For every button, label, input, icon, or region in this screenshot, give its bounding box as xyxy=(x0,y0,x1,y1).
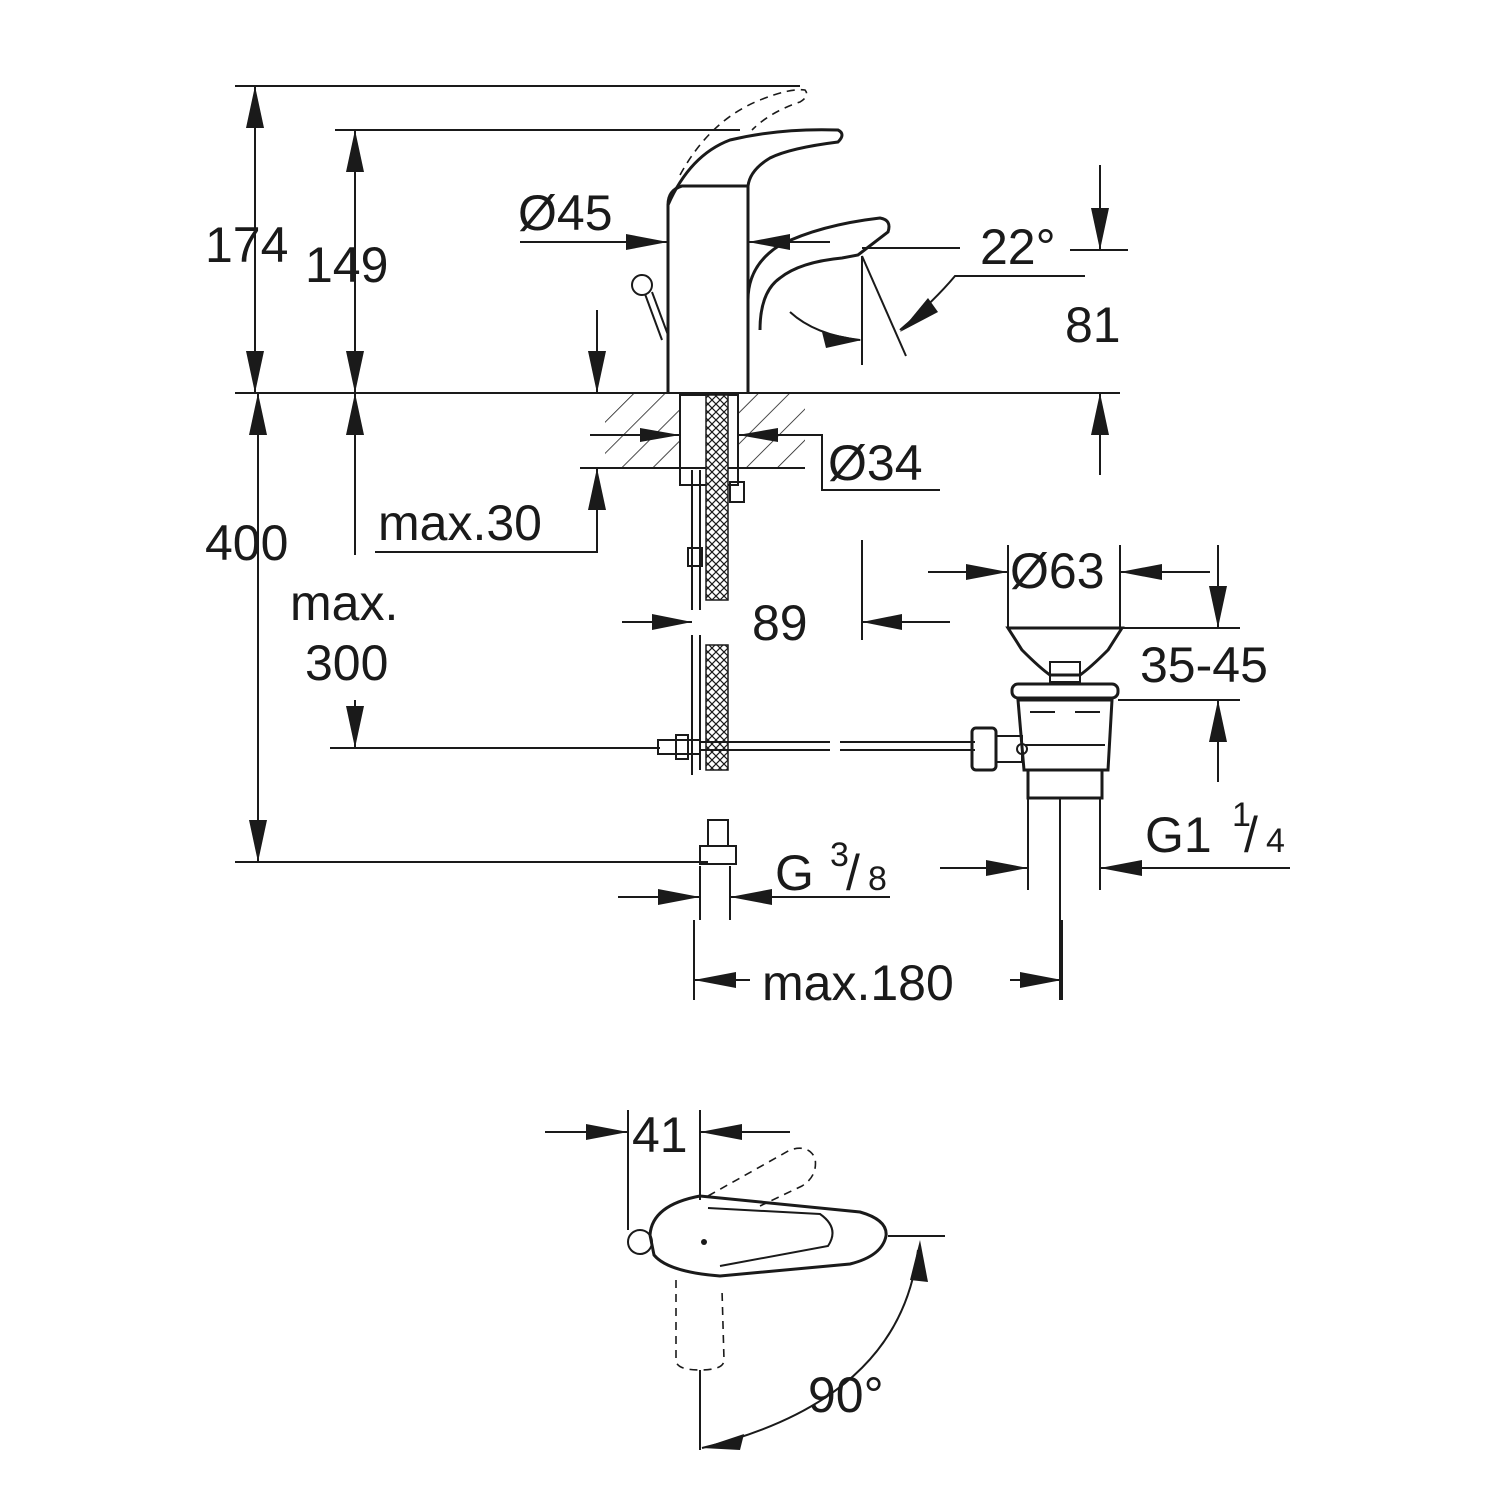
label-waste-thread: G1 1 / 4 xyxy=(1145,796,1285,863)
label-height-total: 174 xyxy=(205,217,288,273)
label-supply-thread: G 3 / 8 xyxy=(775,836,887,901)
label-waste-diameter: Ø63 xyxy=(1010,543,1105,599)
label-waste-range: 35-45 xyxy=(1140,637,1268,693)
label-spout-height: 81 xyxy=(1065,297,1121,353)
label-hose-offset: 89 xyxy=(752,595,808,651)
label-hole-diameter: Ø34 xyxy=(828,435,923,491)
label-height-spout: 149 xyxy=(305,237,388,293)
faucet-top-view-icon xyxy=(545,1110,945,1450)
supply-hose-lower xyxy=(705,644,729,771)
waste-valve-icon xyxy=(970,626,1125,1000)
spout xyxy=(746,216,891,331)
label-max-spacing: max.180 xyxy=(762,955,954,1011)
label-deck-thickness: max.30 xyxy=(378,495,542,551)
svg-text:G1: G1 xyxy=(1145,807,1212,863)
svg-text:4: 4 xyxy=(1266,822,1285,860)
label-spout-angle: 22° xyxy=(980,219,1056,275)
label-lever-rotation: 90° xyxy=(808,1367,884,1423)
svg-text:1: 1 xyxy=(1232,796,1251,834)
lever-closed xyxy=(666,128,844,206)
label-rod-length-value: 300 xyxy=(305,635,388,691)
lever-open-outline xyxy=(679,88,808,176)
dimension-lines xyxy=(235,85,1290,1000)
label-rod-length-prefix: max. xyxy=(290,575,398,631)
svg-text:/: / xyxy=(846,845,860,901)
svg-text:3: 3 xyxy=(830,836,849,874)
pop-up-rod-icon xyxy=(631,274,669,341)
svg-text:8: 8 xyxy=(868,860,887,898)
faucet-side-view-icon xyxy=(235,88,1125,1000)
svg-text:G: G xyxy=(775,845,814,901)
faucet-body xyxy=(666,184,750,393)
label-lever-offset: 41 xyxy=(632,1107,688,1163)
svg-text:/: / xyxy=(1244,807,1258,863)
label-body-diameter: Ø45 xyxy=(518,185,613,241)
supply-hose-upper xyxy=(705,394,729,601)
label-below-deck: 400 xyxy=(205,515,288,571)
